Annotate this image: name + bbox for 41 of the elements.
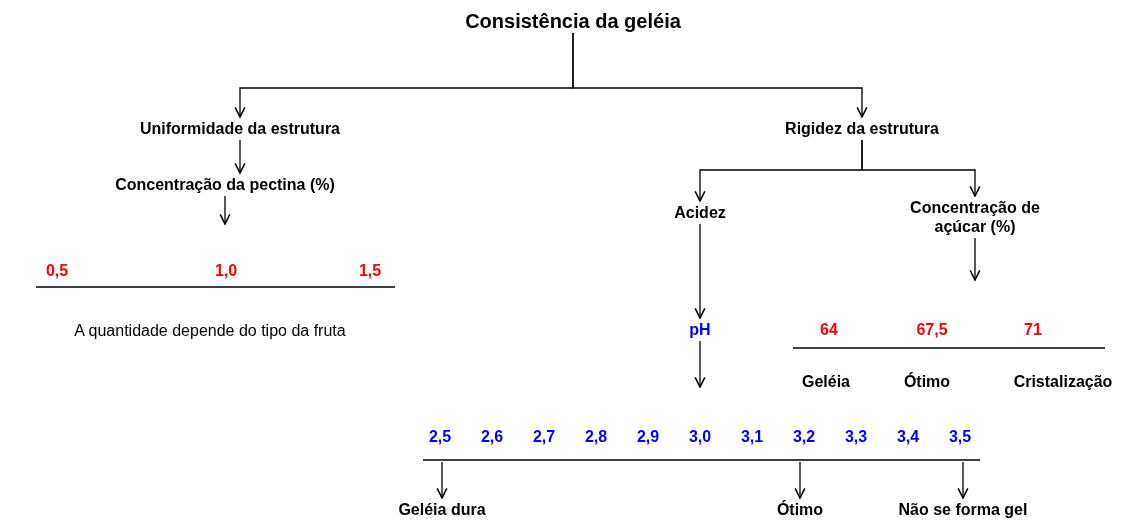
scale-label: Ótimo: [903, 372, 951, 391]
scale-value: 1,5: [358, 261, 382, 280]
scale-value: 2,5: [428, 427, 452, 446]
arrow: [694, 340, 706, 388]
arrow: [234, 139, 246, 174]
concept-label: Ótimo: [776, 500, 824, 519]
scale-label: Geléia: [802, 372, 850, 391]
arrow: [572, 32, 868, 118]
scale-value: 64: [820, 320, 838, 339]
scale-value: 3,5: [948, 427, 972, 446]
scale-value: 2,9: [636, 427, 660, 446]
scale-value: 1,0: [214, 261, 238, 280]
concept-label: Concentração de açúcar (%): [900, 198, 1050, 236]
arrow: [694, 223, 706, 319]
scale-value: 3,4: [896, 427, 920, 446]
scale-value: 3,1: [740, 427, 764, 446]
arrow: [219, 195, 231, 225]
concept-label: Acidez: [674, 203, 726, 222]
scale-value: 3,0: [688, 427, 712, 446]
scale-value: 2,6: [480, 427, 504, 446]
scale-label: Cristalização: [1013, 372, 1113, 391]
arrow: [957, 461, 969, 499]
concept-label: pH: [689, 320, 711, 339]
scale-value: 3,3: [844, 427, 868, 446]
concept-label: Concentração da pectina (%): [115, 175, 335, 194]
arrow: [969, 237, 981, 281]
root-heading: Consistência da geléia: [465, 12, 681, 31]
scale-value: 0,5: [45, 261, 69, 280]
concept-label: Rigidez da estrutura: [785, 119, 939, 138]
concept-label: Geléia dura: [398, 500, 486, 519]
concept-label: Não se forma gel: [898, 500, 1028, 519]
scale-value: 71: [1024, 320, 1042, 339]
arrow: [861, 139, 981, 197]
scale-value: 67,5: [916, 320, 948, 339]
scale-value: 3,2: [792, 427, 816, 446]
arrow: [794, 461, 806, 499]
scale-value: 2,7: [532, 427, 556, 446]
scale-value: 2,8: [584, 427, 608, 446]
concept-label: Uniformidade da estrutura: [140, 119, 340, 138]
arrow: [436, 461, 448, 499]
note-text: A quantidade depende do tipo da fruta: [74, 321, 346, 340]
